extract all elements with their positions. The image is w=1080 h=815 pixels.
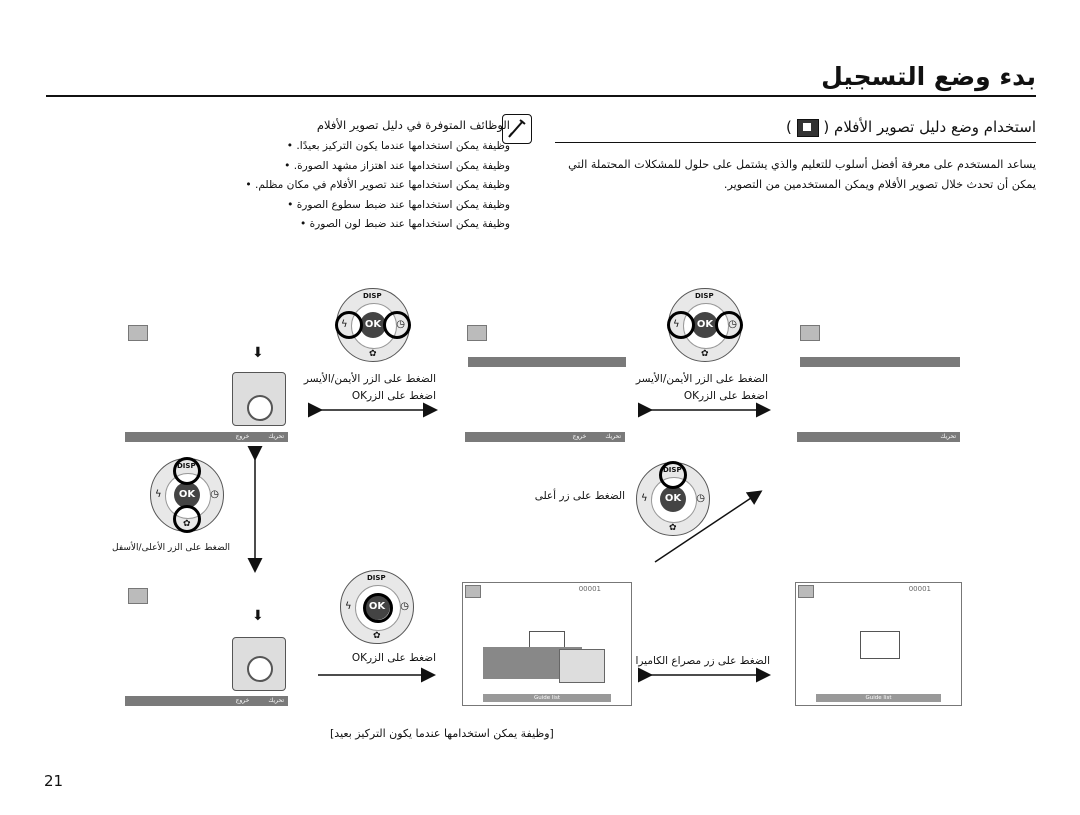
caption-ok: اضغط على الزرOK: [351, 652, 436, 664]
function-item: وظيفة يمكن استخدامها عندما يكون التركيز …: [245, 137, 510, 157]
section-rule: [555, 142, 1036, 143]
control-pad: OK DISP ϟ◷✿: [636, 461, 710, 536]
mode-icon: [128, 325, 148, 341]
page-number: 21: [44, 772, 64, 790]
caption-left-right: الضغط على الزر الأيمن/الأيسر: [635, 373, 768, 385]
guide-menu-bar: [800, 357, 960, 367]
mode-icon: [800, 325, 820, 341]
mode-icon: [467, 325, 487, 341]
section-heading-text: استخدام وضع دليل تصوير الأفلام (: [823, 118, 1036, 136]
guide-menu-bar: [468, 357, 626, 367]
movie-guide-icon: [796, 118, 819, 137]
control-pad: OK DISP ϟ◷✿: [150, 457, 224, 533]
note-icon: [502, 114, 532, 144]
control-pad: OK DISP ϟ◷✿: [340, 570, 414, 644]
function-item: وظيفة يمكن استخدامها عند ضبط سطوع الصورة: [245, 196, 510, 216]
functions-list: وظيفة يمكن استخدامها عندما يكون التركيز …: [245, 137, 510, 235]
bottom-menu-bar: تحريك خروج: [125, 696, 288, 706]
caption-left-right: الضغط على الزر الأيمن/الأيسر: [303, 373, 436, 385]
camera-lcd: 00001 Guide list: [462, 582, 632, 706]
function-item: وظيفة يمكن استخدامها عند اهتزاز مشهد الص…: [245, 157, 510, 177]
section-heading: استخدام وضع دليل تصوير الأفلام ( ): [786, 118, 1036, 137]
bottom-menu-bar: تحريك: [797, 432, 960, 442]
popup-camera-illustration: [559, 649, 605, 683]
caption-ok: اضغط على الزرOK: [351, 390, 436, 402]
camera-lcd: 00001 Guide list: [795, 582, 962, 706]
function-item: وظيفة يمكن استخدامها عند ضبط لون الصورة: [245, 215, 510, 235]
arrow-diagonal: [654, 490, 763, 563]
functions-title: الوظائف المتوفرة في دليل تصوير الأفلام: [316, 118, 510, 132]
press-down-icon: ⬇: [252, 608, 264, 624]
bottom-menu-bar: تحريك خروج: [465, 432, 625, 442]
control-pad: OK DISP ϟ◷✿: [335, 288, 411, 362]
caption-shutter: الضغط على زر مصراع الكاميرا: [635, 655, 770, 667]
title-rule: [46, 95, 1036, 97]
caption-up-down: الضغط على الزر الأعلى/الأسفل: [112, 543, 230, 553]
function-item: وظيفة يمكن استخدامها عند تصوير الأفلام ف…: [245, 176, 510, 196]
press-down-icon: ⬇: [252, 345, 264, 361]
section-heading-end: ): [786, 118, 792, 136]
page-title: بدء وضع التسجيل: [821, 62, 1036, 91]
footer-caption: [وظيفة يمكن استخدامها عندما يكون التركيز…: [330, 727, 554, 740]
mode-icon: [128, 588, 148, 604]
caption-ok: اضغط على الزرOK: [683, 390, 768, 402]
camera-illustration: [232, 637, 286, 691]
control-pad: OK DISP ϟ◷✿: [667, 288, 743, 362]
intro-paragraph: يساعد المستخدم على معرفة أفضل أسلوب للتع…: [568, 158, 1036, 191]
caption-up: الضغط على زر أعلى: [534, 490, 625, 502]
camera-illustration: [232, 372, 286, 426]
bottom-menu-bar: تحريك خروج: [125, 432, 288, 442]
